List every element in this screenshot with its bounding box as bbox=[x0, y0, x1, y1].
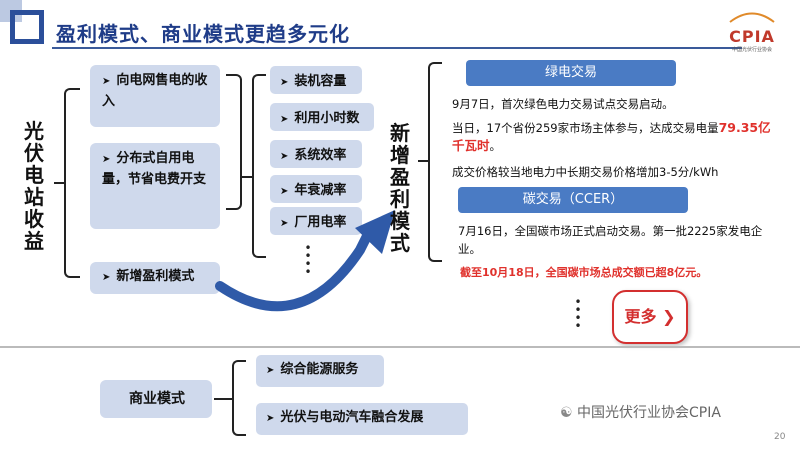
title-underline bbox=[52, 47, 742, 49]
green-power-line3: 成交价格较当地电力中长期交易价格增加3-5分/kWh bbox=[452, 165, 719, 179]
bullet-arrow-icon: ➤ bbox=[280, 218, 289, 229]
right-bracket bbox=[428, 62, 442, 262]
revenue-item-self-use: ➤分布式自用电量，节省电费开支 bbox=[90, 143, 220, 229]
revenue-item-text: 新增盈利模式 bbox=[116, 269, 195, 284]
wechat-icon: ☯ bbox=[560, 405, 578, 421]
green-power-highlight: 79.35亿千瓦时 bbox=[452, 120, 771, 153]
bullet-arrow-icon: ➤ bbox=[102, 76, 111, 87]
left-vertical-text: 光伏电站收益 bbox=[24, 119, 44, 253]
factor-capacity: ➤ 装机容量 bbox=[270, 66, 362, 94]
middle-vertical-label: 新增盈利模式 bbox=[388, 122, 412, 254]
green-power-line2: 当日，17个省份259家市场主体参与，达成交易电量79.35亿千瓦时。 bbox=[452, 119, 772, 155]
factor-hours: ➤ 利用小时数 bbox=[270, 103, 374, 131]
green-power-line2-end: 。 bbox=[489, 139, 502, 153]
factor-text: 年衰减率 bbox=[294, 183, 347, 198]
green-power-line1: 9月7日，首次绿色电力交易试点交易启动。 bbox=[452, 97, 674, 111]
bracket-connector bbox=[240, 176, 254, 178]
logo-text: CPIA bbox=[729, 27, 775, 46]
carbon-line2: 截至10月18日，全国碳市场总成交额已超8亿元。 bbox=[460, 266, 708, 279]
carbon-header: 碳交易（CCER） bbox=[458, 187, 688, 213]
left-bracket-tick bbox=[54, 182, 66, 184]
business-bracket-tick bbox=[214, 398, 234, 400]
page-number: 20 bbox=[774, 432, 786, 442]
right-bracket-tick bbox=[418, 160, 430, 162]
logo-subtext: 中国光伏行业协会 bbox=[731, 47, 772, 53]
revenue-item-text: 分布式自用电量，节省电费开支 bbox=[102, 151, 207, 187]
corner-decoration-frame bbox=[10, 10, 44, 44]
business-item-ev-integration: ➤ 光伏与电动汽车融合发展 bbox=[256, 403, 468, 435]
factor-text: 厂用电率 bbox=[294, 215, 347, 230]
factor-efficiency: ➤ 系统效率 bbox=[270, 140, 362, 168]
bullet-arrow-icon: ➤ bbox=[280, 77, 289, 88]
bullet-arrow-icon: ➤ bbox=[280, 114, 289, 125]
chevron-right-icon: ❯ bbox=[656, 307, 676, 326]
revenue-item-text: 向电网售电的收入 bbox=[102, 73, 208, 109]
more-button[interactable]: 更多 ❯ bbox=[612, 290, 688, 344]
factor-degradation: ➤ 年衰减率 bbox=[270, 175, 362, 203]
wechat-label: 中国光伏行业协会CPIA bbox=[577, 405, 721, 421]
business-model-label: 商业模式 bbox=[100, 380, 212, 418]
factors-ellipsis: •••• bbox=[304, 241, 312, 279]
more-button-label: 更多 bbox=[624, 307, 657, 326]
curved-arrow-icon bbox=[215, 210, 395, 312]
bullet-arrow-icon: ➤ bbox=[280, 186, 289, 197]
bullet-arrow-icon: ➤ bbox=[102, 272, 111, 283]
middle-vertical-text: 新增盈利模式 bbox=[390, 121, 410, 255]
right-ellipsis: •••• bbox=[574, 295, 582, 333]
bullet-arrow-icon: ➤ bbox=[266, 365, 275, 376]
section-divider bbox=[0, 346, 800, 348]
carbon-line1: 7月16日，全国碳市场正式启动交易。第一批2225家发电企业。 bbox=[458, 224, 763, 256]
bullet-arrow-icon: ➤ bbox=[266, 413, 275, 424]
factor-text: 利用小时数 bbox=[294, 111, 360, 126]
left-vertical-label: 光伏电站收益 bbox=[22, 120, 46, 252]
business-item-text: 光伏与电动汽车融合发展 bbox=[280, 410, 424, 425]
bullet-arrow-icon: ➤ bbox=[102, 154, 111, 165]
revenue-item-grid-sales: ➤向电网售电的收入 bbox=[90, 65, 220, 127]
cpia-logo: CPIA 中国光伏行业协会 bbox=[722, 8, 782, 53]
left-bracket bbox=[64, 88, 80, 278]
revenue-item-new-profit: ➤ 新增盈利模式 bbox=[90, 262, 220, 294]
business-item-text: 综合能源服务 bbox=[280, 362, 359, 377]
logo-sun-arc-icon bbox=[729, 12, 775, 23]
page-title: 盈利模式、商业模式更趋多元化 bbox=[56, 22, 350, 46]
factors-bracket bbox=[252, 74, 266, 258]
middle-right-bracket bbox=[226, 74, 242, 210]
bullet-arrow-icon: ➤ bbox=[280, 151, 289, 162]
green-power-line2-text: 当日，17个省份259家市场主体参与，达成交易电量 bbox=[452, 121, 719, 135]
factor-text: 装机容量 bbox=[294, 74, 347, 89]
factor-text: 系统效率 bbox=[294, 148, 347, 163]
business-bracket bbox=[232, 360, 246, 436]
factor-self-consumption: ➤ 厂用电率 bbox=[270, 207, 362, 235]
business-item-energy-services: ➤ 综合能源服务 bbox=[256, 355, 384, 387]
wechat-watermark: ☯ 中国光伏行业协会CPIA bbox=[560, 402, 721, 422]
green-power-header: 绿电交易 bbox=[466, 60, 676, 86]
